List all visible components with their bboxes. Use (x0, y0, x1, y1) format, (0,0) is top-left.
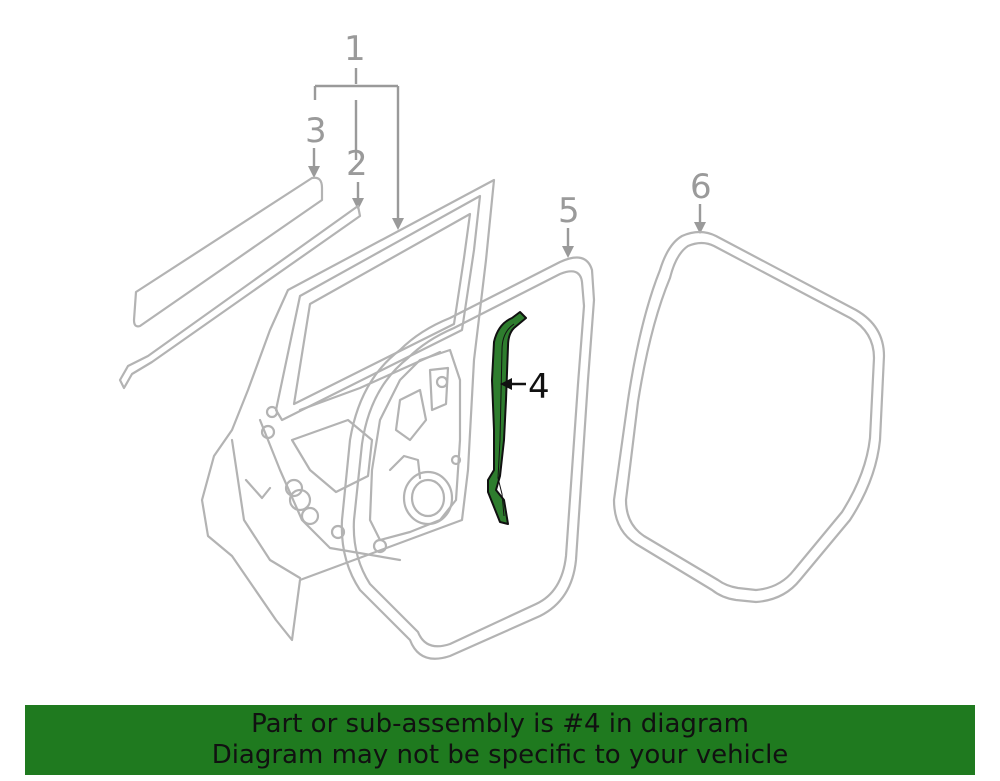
info-banner: Part or sub-assembly is #4 in diagram Di… (25, 705, 975, 775)
callout-3: 3 (305, 111, 327, 151)
callout-6: 6 (690, 167, 712, 207)
part-2-strip (118, 204, 362, 390)
callout-4: 4 (528, 367, 550, 407)
part-1-door-shell (200, 178, 496, 642)
inner-door-panel (368, 348, 462, 554)
part-3-molding (132, 176, 324, 328)
banner-line-1: Part or sub-assembly is #4 in diagram (251, 709, 749, 739)
banner-line-2: Diagram may not be specific to your vehi… (211, 740, 789, 770)
callout-2-leader (354, 100, 360, 200)
callout-5: 5 (558, 191, 580, 231)
parts-diagram: 1 3 2 5 6 (118, 29, 886, 660)
part-4-seal-inner-line (497, 323, 515, 517)
part-4-seal-highlighted (487, 311, 527, 525)
callout-2: 2 (346, 144, 368, 184)
part-6-weatherstrip (612, 230, 886, 604)
callout-1: 1 (344, 29, 366, 69)
part-5-weatherstrip (340, 256, 596, 660)
callout-1-bracket (313, 68, 400, 224)
